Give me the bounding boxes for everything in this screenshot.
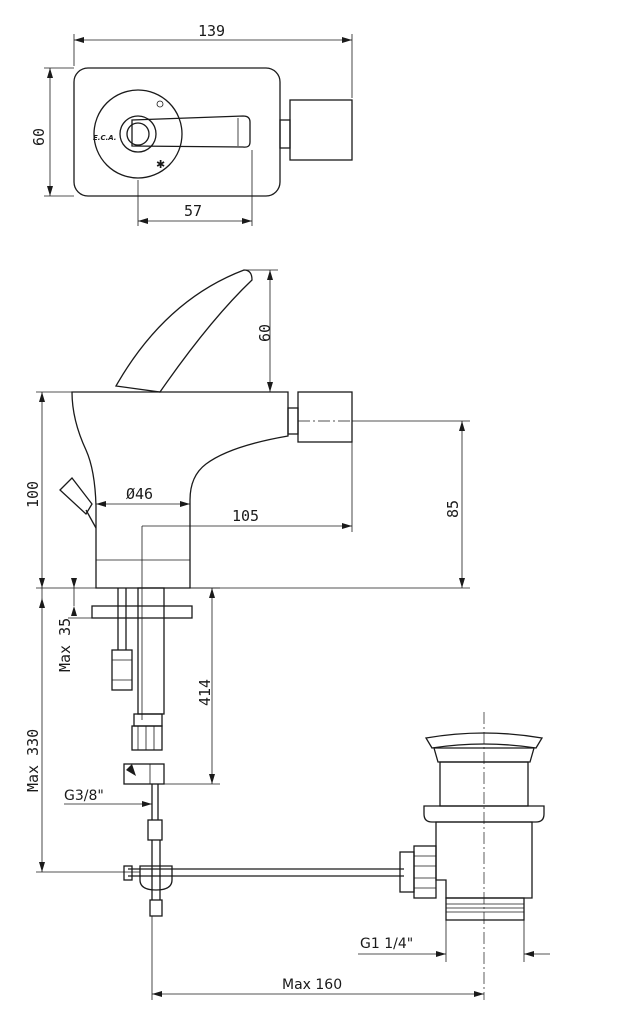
dim-diameter-label: Ø46 (126, 485, 153, 503)
drain-assembly (399, 712, 545, 1000)
inlet-nut (123, 763, 165, 785)
side-view-outlet (297, 391, 353, 443)
dim-outlet-height-label: 85 (444, 500, 462, 518)
side-view-lever (114, 269, 253, 393)
drain-cap (424, 732, 544, 749)
dim-max-thickness-label: Max 35 (56, 618, 74, 672)
side-view: 60 100 Ø46 105 85 (24, 269, 550, 1000)
dim-body-height-label: 100 (24, 481, 42, 508)
thread-drain-label: G1 1/4" (360, 936, 413, 952)
dim-height-label: 60 (30, 128, 48, 146)
popup-rod-knob (59, 477, 93, 516)
hot-mark-icon (156, 100, 164, 108)
dim-max-depth-label: Max 330 (24, 729, 42, 792)
top-view-outlet (289, 99, 353, 161)
dim-hose-length-label: 414 (196, 679, 214, 706)
top-view-outlet-neck (279, 119, 291, 149)
dim-reach-label: 105 (232, 507, 259, 525)
thread-inlet-label: G3/8" (64, 788, 104, 804)
mounting-plate (91, 605, 193, 619)
top-view: ✱ E.C.A. 139 60 57 (30, 22, 353, 226)
svg-text:✱: ✱ (156, 158, 165, 171)
side-view-body (71, 391, 289, 589)
rod-clamp (139, 865, 173, 891)
top-view-plate (93, 89, 183, 179)
dim-max-rod-label: Max 160 (282, 977, 342, 993)
dim-width-label: 139 (198, 22, 225, 40)
dim-handle-label: 57 (184, 202, 202, 220)
side-view-outlet-neck (287, 407, 299, 435)
top-view-lever (131, 115, 251, 148)
top-view-body (73, 67, 281, 197)
dim-lever-height-label: 60 (256, 324, 274, 342)
brand-mark: E.C.A. (93, 134, 116, 142)
